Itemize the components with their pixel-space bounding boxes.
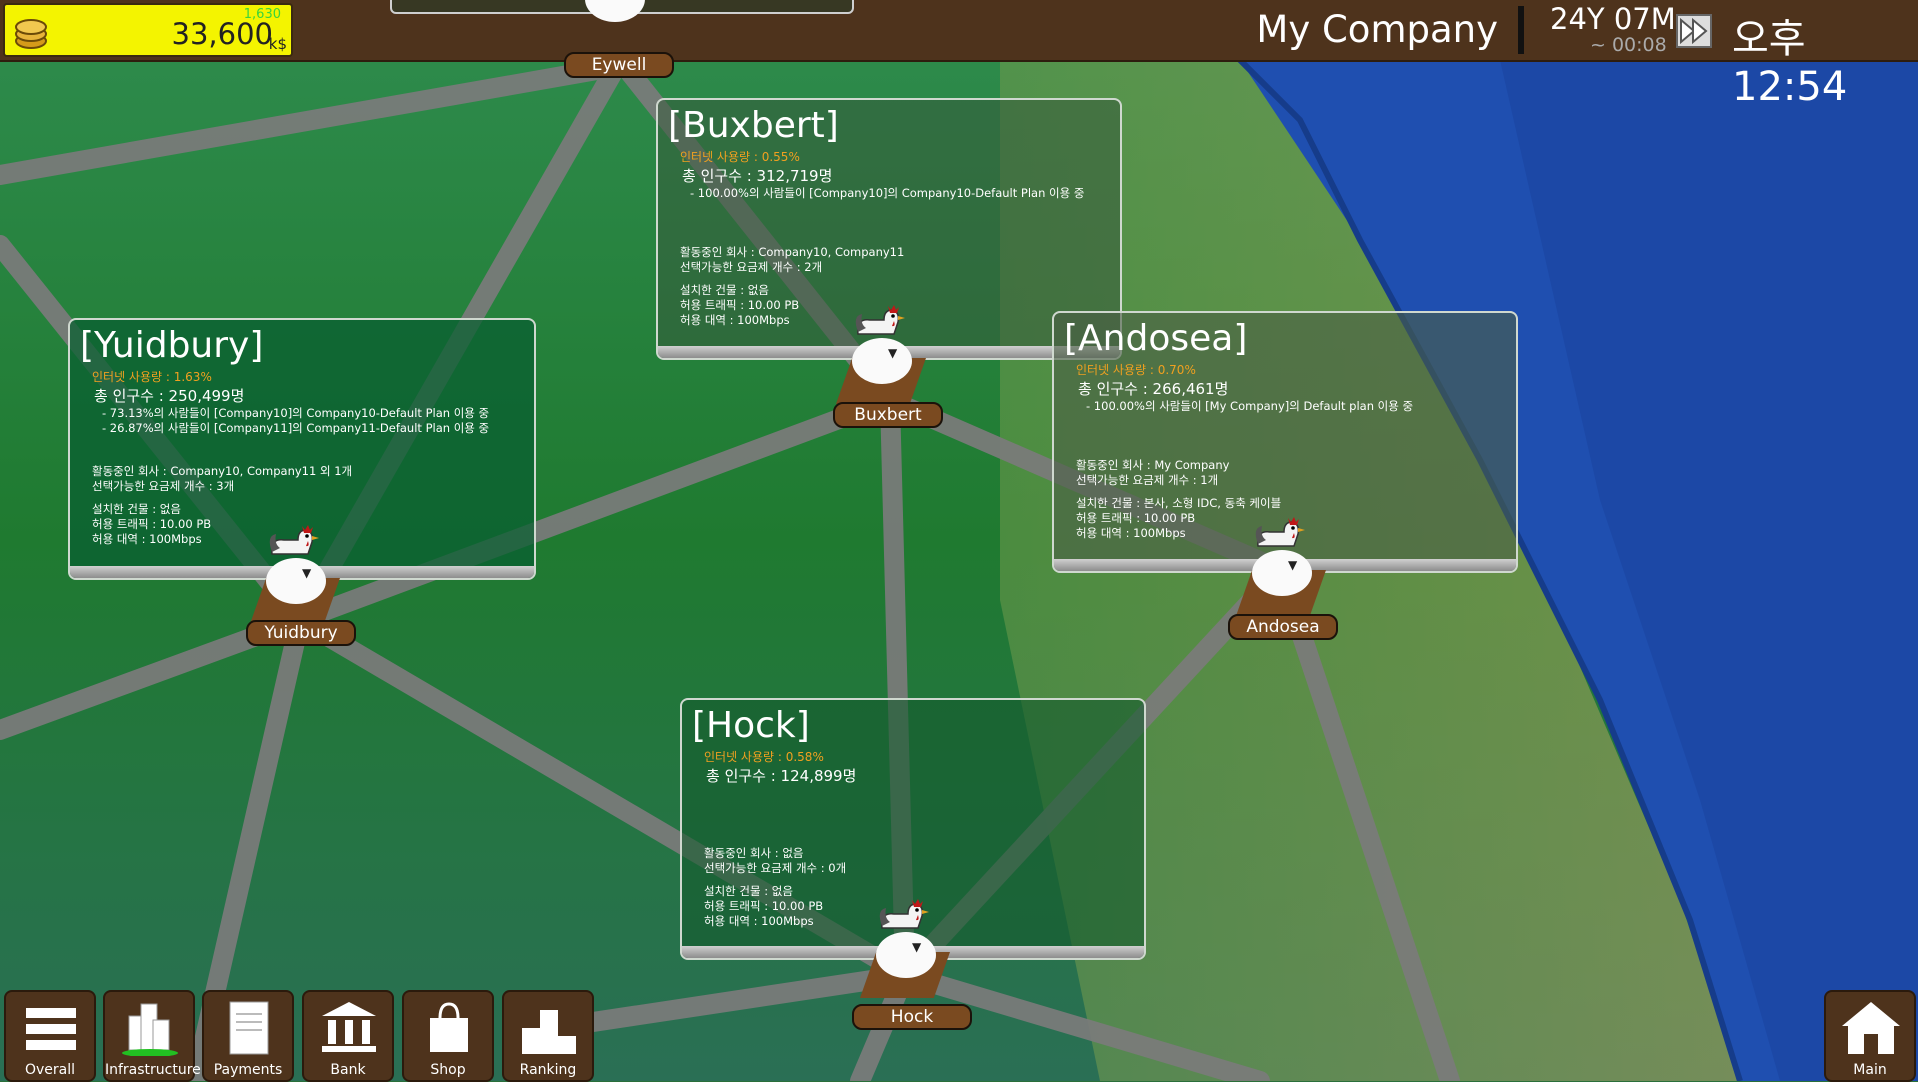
- infrastructure-button[interactable]: Infrastructure: [103, 990, 201, 1082]
- internet-usage: 인터넷 사용량 : 0.58%: [704, 750, 824, 764]
- active-companies: 활동중인 회사 : Company10, Company11 외 1개: [92, 464, 353, 478]
- money-value: 33,600: [171, 17, 273, 51]
- traffic: 허용 트래픽 : 10.00 PB: [704, 899, 824, 913]
- city-label-hock[interactable]: Hock: [852, 1004, 972, 1030]
- population: 총 인구수 : 124,899명: [706, 767, 857, 785]
- money-unit: k$: [268, 35, 287, 53]
- buildings: 설치한 건물 : 본사, 소형 IDC, 동축 케이블: [1076, 496, 1282, 510]
- plan-share: - 100.00%의 사람들이 [My Company]의 Default pl…: [1086, 399, 1414, 413]
- company-name[interactable]: My Company: [1256, 8, 1498, 51]
- buildings: 설치한 건물 : 없음: [92, 502, 181, 516]
- egg-icon: [876, 932, 936, 978]
- ranking-label: Ranking: [519, 1062, 577, 1078]
- city-label-andosea[interactable]: Andosea: [1228, 614, 1338, 640]
- bank-button[interactable]: Bank: [302, 990, 394, 1082]
- traffic: 허용 트래픽 : 10.00 PB: [92, 517, 212, 531]
- money-delta: 1,630: [243, 7, 281, 22]
- city-title: [Yuidbury]: [80, 325, 264, 366]
- bandwidth: 허용 대역 : 100Mbps: [92, 532, 202, 546]
- overall-label: Overall: [24, 1062, 76, 1078]
- population: 총 인구수 : 250,499명: [94, 387, 245, 405]
- internet-usage: 인터넷 사용량 : 0.70%: [1076, 363, 1196, 377]
- chicken-icon: [269, 525, 319, 555]
- bank-icon: [322, 1002, 376, 1052]
- egg-icon: [585, 0, 645, 22]
- money-display: 1,630 33,600 k$: [3, 3, 293, 57]
- chicken-icon: [1255, 517, 1305, 547]
- plan-count: 선택가능한 요금제 개수 : 3개: [92, 479, 235, 493]
- buildings-icon: [122, 1003, 178, 1056]
- city-label-yuidbury[interactable]: Yuidbury: [246, 620, 356, 646]
- bank-label: Bank: [330, 1062, 366, 1078]
- plan-share: - 100.00%의 사람들이 [Company10]의 Company10-D…: [690, 186, 1085, 200]
- plan-count: 선택가능한 요금제 개수 : 1개: [1076, 473, 1219, 487]
- plan-count: 선택가능한 요금제 개수 : 2개: [680, 260, 823, 274]
- topbar-divider: [1518, 6, 1524, 54]
- city-title: [Andosea]: [1064, 318, 1248, 359]
- chicken-icon: [855, 305, 905, 335]
- egg-icon: [266, 558, 326, 604]
- pointer-icon: ▼: [888, 346, 898, 360]
- city-label-eywell[interactable]: Eywell: [564, 52, 674, 78]
- active-companies: 활동중인 회사 : Company10, Company11: [680, 245, 905, 259]
- top-bar: 1,630 33,600 k$ My Company 24Y 07M ~ 00:…: [0, 0, 1918, 110]
- active-companies: 활동중인 회사 : 없음: [704, 846, 804, 860]
- podium-icon: [522, 1010, 576, 1054]
- menu-icon: [26, 1008, 76, 1050]
- infrastructure-label: Infrastructure: [105, 1062, 201, 1078]
- bandwidth: 허용 대역 : 100Mbps: [1076, 526, 1186, 540]
- fast-forward-button[interactable]: [1676, 14, 1712, 48]
- ranking-button[interactable]: Ranking: [502, 990, 594, 1082]
- bandwidth: 허용 대역 : 100Mbps: [680, 313, 790, 327]
- population: 총 인구수 : 312,719명: [682, 167, 833, 185]
- shop-label: Shop: [430, 1062, 466, 1078]
- internet-usage: 인터넷 사용량 : 1.63%: [92, 370, 212, 384]
- city-card-yuidbury[interactable]: [Yuidbury] 인터넷 사용량 : 1.63% 총 인구수 : 250,4…: [68, 318, 536, 580]
- city-title: [Buxbert]: [668, 105, 839, 146]
- plan-share: - 26.87%의 사람들이 [Company11]의 Company11-De…: [102, 421, 490, 435]
- home-icon: [1842, 1002, 1900, 1054]
- main-label: Main: [1853, 1062, 1887, 1078]
- plan-count: 선택가능한 요금제 개수 : 0개: [704, 861, 847, 875]
- game-subtime: ~ 00:08: [1590, 34, 1667, 56]
- traffic: 허용 트래픽 : 10.00 PB: [680, 298, 800, 312]
- city-title: [Hock]: [692, 705, 810, 746]
- buildings: 설치한 건물 : 없음: [680, 283, 769, 297]
- document-icon: [229, 1001, 269, 1055]
- coins-icon: [15, 19, 47, 49]
- pointer-icon: ▼: [912, 940, 922, 954]
- bandwidth: 허용 대역 : 100Mbps: [704, 914, 814, 928]
- pointer-icon: ▼: [1288, 558, 1298, 572]
- shop-button[interactable]: Shop: [402, 990, 494, 1082]
- city-label-buxbert[interactable]: Buxbert: [833, 402, 943, 428]
- buildings: 설치한 건물 : 없음: [704, 884, 793, 898]
- internet-usage: 인터넷 사용량 : 0.55%: [680, 150, 800, 164]
- population: 총 인구수 : 266,461명: [1078, 380, 1229, 398]
- chicken-icon: [879, 899, 929, 929]
- fast-forward-icon: [1680, 17, 1708, 45]
- real-time-clock: 오후 12:54: [1732, 16, 1848, 110]
- main-button[interactable]: Main: [1824, 990, 1916, 1082]
- overall-button[interactable]: Overall: [4, 990, 96, 1082]
- active-companies: 활동중인 회사 : My Company: [1076, 458, 1230, 472]
- payments-label: Payments: [213, 1062, 283, 1078]
- plan-share: - 73.13%의 사람들이 [Company10]의 Company10-De…: [102, 406, 490, 420]
- traffic: 허용 트래픽 : 10.00 PB: [1076, 511, 1196, 525]
- pointer-icon: ▼: [302, 566, 312, 580]
- shopping-bag-icon: [430, 1002, 468, 1052]
- game-date: 24Y 07M: [1550, 2, 1676, 36]
- egg-icon: [852, 338, 912, 384]
- egg-icon: [1252, 550, 1312, 596]
- payments-button[interactable]: Payments: [202, 990, 294, 1082]
